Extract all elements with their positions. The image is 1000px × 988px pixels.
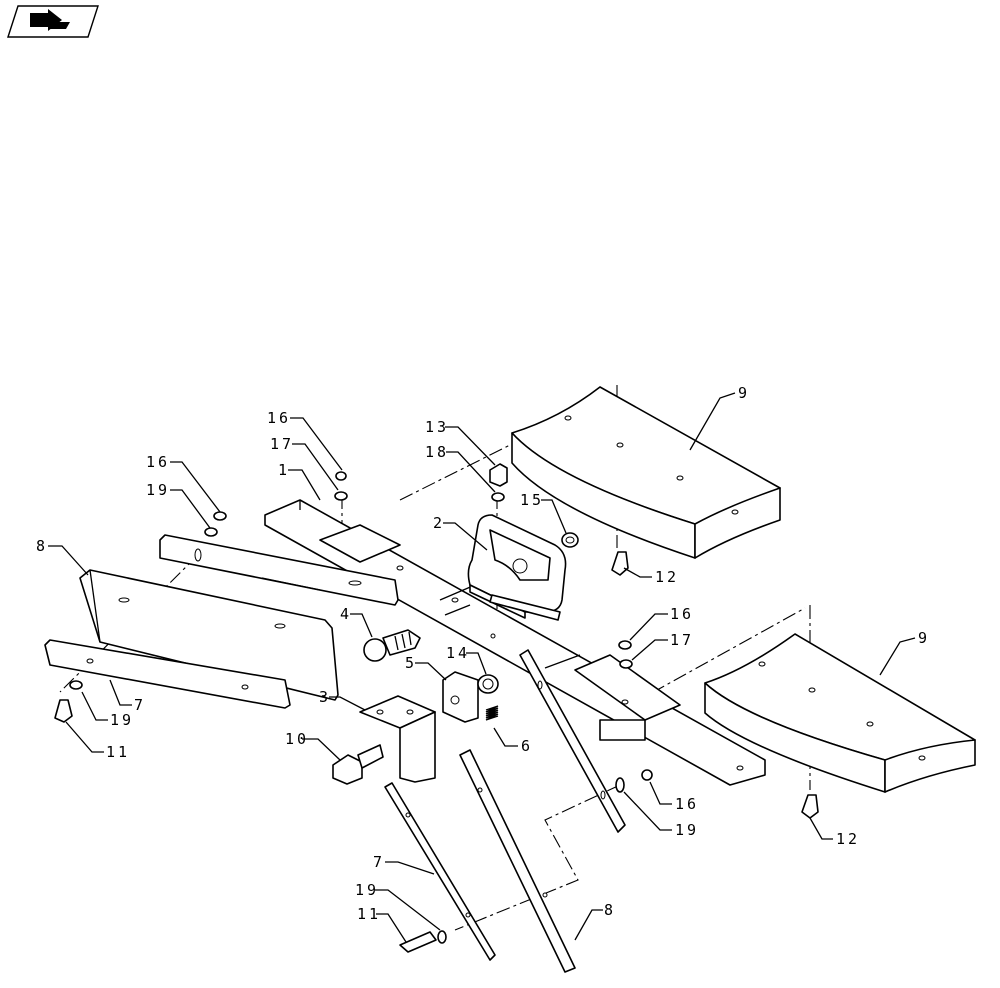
callout-2: 2 bbox=[433, 514, 445, 532]
pad-upper bbox=[511, 386, 781, 559]
callout-1: 1 bbox=[278, 461, 290, 479]
callout-9-lower: 9 bbox=[918, 629, 930, 647]
callout-19-lower-left: 19 bbox=[110, 711, 134, 729]
callout-19-left: 19 bbox=[146, 481, 170, 499]
callout-16-top: 16 bbox=[267, 409, 291, 427]
callout-15: 15 bbox=[520, 491, 544, 509]
bolt-12-upper bbox=[611, 551, 629, 576]
callout-labels: 9 9 16 17 1 16 19 8 13 18 15 2 12 16 17 … bbox=[36, 384, 930, 923]
callout-8-left: 8 bbox=[36, 537, 48, 555]
callout-19-right: 19 bbox=[675, 821, 699, 839]
washer-19-left bbox=[204, 527, 218, 537]
bolt-12-lower bbox=[801, 794, 819, 819]
strip-lower bbox=[384, 782, 496, 961]
callout-7-lower: 7 bbox=[373, 853, 385, 871]
callout-17-top: 17 bbox=[270, 435, 294, 453]
nut-14 bbox=[477, 674, 499, 694]
block bbox=[442, 671, 479, 723]
callout-9-upper: 9 bbox=[738, 384, 750, 402]
slotted-arm-right bbox=[519, 649, 626, 833]
ball-joint bbox=[363, 629, 421, 662]
callout-12-upper: 12 bbox=[655, 568, 679, 586]
bolt-11-bottom bbox=[399, 931, 437, 953]
plate-lower bbox=[459, 749, 576, 973]
nut-16-left bbox=[213, 511, 227, 521]
strip-upper-left bbox=[44, 639, 291, 709]
bolt-13 bbox=[489, 463, 508, 487]
slotted-arm bbox=[159, 534, 399, 606]
washer-19-bottom bbox=[437, 930, 447, 944]
nut-16-top bbox=[335, 471, 347, 481]
bracket bbox=[467, 514, 567, 621]
callout-6: 6 bbox=[521, 737, 533, 755]
callout-12-lower: 12 bbox=[836, 830, 860, 848]
hardware bbox=[54, 463, 819, 953]
washer-18 bbox=[491, 492, 505, 502]
spring bbox=[485, 705, 499, 721]
pad-lower bbox=[704, 633, 976, 793]
callout-11-left: 11 bbox=[106, 743, 130, 761]
washer-17-top bbox=[334, 491, 348, 501]
callout-13: 13 bbox=[425, 418, 449, 436]
book-page-arrow-icon[interactable] bbox=[7, 5, 99, 38]
callout-5: 5 bbox=[405, 654, 417, 672]
callout-10: 10 bbox=[285, 730, 309, 748]
callout-8-lower: 8 bbox=[604, 901, 616, 919]
callout-11-bottom: 11 bbox=[357, 905, 381, 923]
bolt-10 bbox=[332, 744, 384, 785]
callout-14: 14 bbox=[446, 644, 470, 662]
washer-17-mid bbox=[619, 659, 633, 669]
callout-19-bottom: 19 bbox=[355, 881, 379, 899]
callout-16-left: 16 bbox=[146, 453, 170, 471]
bolt-11-left bbox=[54, 699, 73, 723]
callout-16-right: 16 bbox=[675, 795, 699, 813]
callout-4: 4 bbox=[340, 605, 352, 623]
callout-7-left: 7 bbox=[134, 696, 146, 714]
washer-19-right bbox=[615, 777, 625, 793]
washer-19-lower-left bbox=[69, 680, 83, 690]
callout-18: 18 bbox=[425, 443, 449, 461]
angle-bracket bbox=[359, 695, 436, 783]
callout-17-mid: 17 bbox=[670, 631, 694, 649]
callout-16-mid: 16 bbox=[670, 605, 694, 623]
nut-16-right bbox=[641, 769, 653, 781]
nut-16-mid bbox=[618, 640, 632, 650]
leader-lines bbox=[48, 392, 916, 943]
plate-upper-left bbox=[79, 569, 339, 701]
main-beam bbox=[264, 499, 766, 786]
callout-3: 3 bbox=[319, 688, 331, 706]
